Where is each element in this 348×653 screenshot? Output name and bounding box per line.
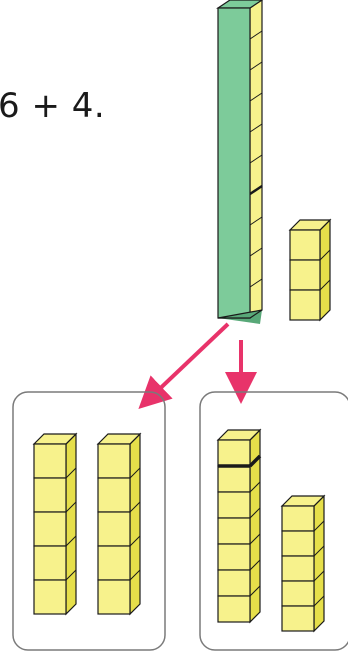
left-stack-2-side [129, 432, 141, 616]
ten-rod-side-line [249, 123, 263, 133]
left-stack-1-cube [33, 443, 67, 479]
left-stack-1-side-line [65, 535, 77, 547]
right-stack-1-split-line-side [248, 454, 262, 468]
left-stack-1-cube [33, 511, 67, 547]
right-stack-1-side-line [249, 585, 261, 597]
right-stack-2-cube [281, 530, 315, 557]
right-stack-2-side-line [313, 545, 325, 557]
loose-cube-stack-cube [289, 289, 321, 321]
loose-cube-stack-side [319, 218, 331, 322]
right-stack-2-side [313, 494, 325, 633]
right-stack-1-cube [217, 543, 251, 571]
ten-rod-side-line [249, 247, 263, 257]
left-stack-2-cube [97, 511, 131, 547]
left-stack-1 [32, 432, 78, 616]
ten-rod-base [217, 309, 263, 319]
right-stack-2-side-line [313, 495, 325, 507]
right-stack-2 [280, 494, 326, 633]
loose-cube-stack-side-line [319, 249, 331, 261]
left-stack-2-cube [97, 545, 131, 581]
expression-text: 6 + 4. [0, 86, 106, 126]
ten-rod-side-line [249, 216, 263, 226]
ten-rod-side-line [249, 30, 263, 40]
ten-rod-front [217, 7, 251, 319]
right-stack-1-cube [217, 465, 251, 493]
ten-rod-bottom [218, 310, 262, 324]
left-stack-1-side [65, 432, 77, 616]
loose-cube-stack-cube [289, 259, 321, 291]
ten-rod-side-line [249, 154, 263, 164]
right-stack-1-cube [217, 491, 251, 519]
ten-rod-block [216, 0, 264, 324]
left-stack-1-side-line [65, 569, 77, 581]
left-stack-2-cube [97, 579, 131, 615]
right-panel-blocks [216, 428, 326, 633]
ten-rod-side-line [249, 278, 263, 288]
loose-cube-stack-side-line [319, 279, 331, 291]
right-stack-2-side-line [313, 520, 325, 532]
left-stack-1-cube [33, 579, 67, 615]
right-panel [199, 391, 348, 651]
right-stack-1 [216, 428, 262, 624]
loose-cube-stack-cube [289, 229, 321, 261]
right-stack-2-cube [281, 555, 315, 582]
left-stack-1-side-line [65, 467, 77, 479]
left-stack-1-side-line [65, 501, 77, 513]
left-panel [12, 391, 166, 651]
right-stack-1-cube [217, 517, 251, 545]
left-stack-2-cube [97, 443, 131, 479]
right-stack-1-cube [217, 439, 251, 467]
right-stack-2-side-line [313, 595, 325, 607]
left-stack-2-side-line [129, 433, 141, 445]
loose-cube-stack [288, 218, 332, 322]
left-stack-2-side-line [129, 569, 141, 581]
left-stack-1-cube [33, 477, 67, 513]
left-stack-2-cube [97, 477, 131, 513]
left-stack-1-side-line [65, 433, 77, 445]
right-stack-2-cube [281, 505, 315, 532]
left-stack-2 [96, 432, 142, 616]
left-stack-2-side-line [129, 501, 141, 513]
left-stack-2-side-line [129, 467, 141, 479]
left-stack-2-side-line [129, 535, 141, 547]
right-stack-1-cube [217, 569, 251, 597]
left-panel-blocks [32, 432, 142, 616]
right-stack-2-cube [281, 605, 315, 632]
right-stack-1-side-line [249, 559, 261, 571]
loose-cubes-block [288, 218, 332, 322]
right-stack-2-side-line [313, 570, 325, 582]
ten-rod-side-line [249, 61, 263, 71]
right-stack-1-side-line [249, 481, 261, 493]
arrow-left [138, 322, 230, 410]
right-stack-2-cube [281, 580, 315, 607]
right-stack-1-side-line [249, 429, 261, 441]
left-stack-1-cube [33, 545, 67, 581]
right-stack-1-side-line [249, 533, 261, 545]
right-stack-1-cube [217, 595, 251, 623]
ten-rod-side-line [249, 92, 263, 102]
loose-cube-stack-side-line [319, 219, 331, 231]
ten-rod-side-line [249, 184, 263, 196]
right-stack-1-side-line [249, 507, 261, 519]
